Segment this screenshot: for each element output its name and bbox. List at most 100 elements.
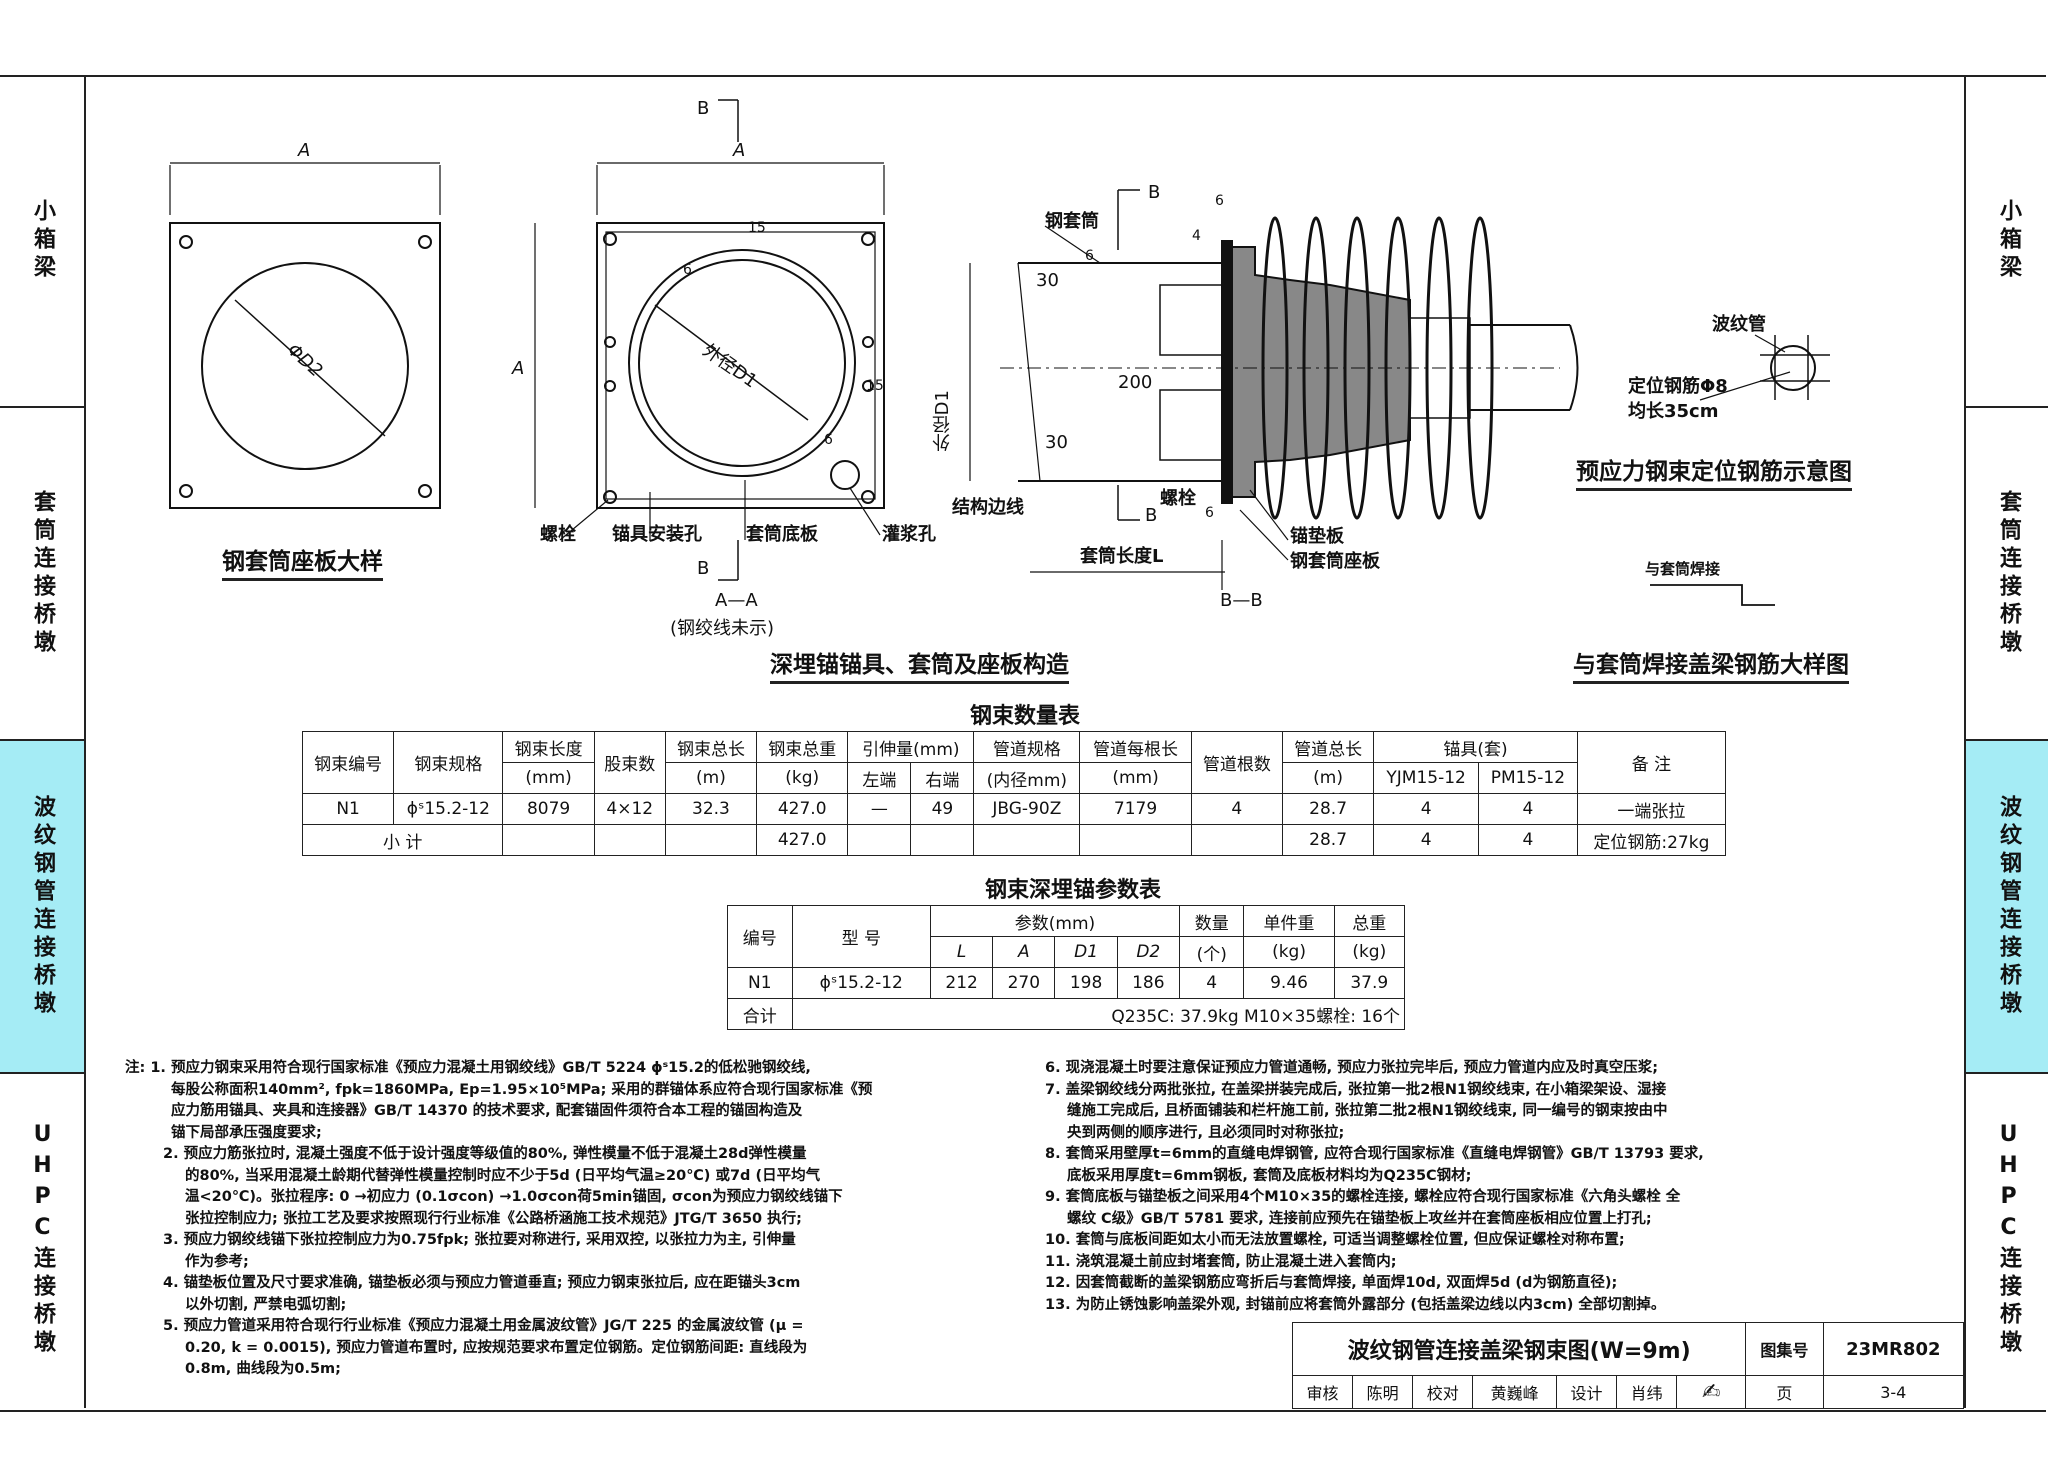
cell: ϕˢ15.2-12 — [393, 793, 504, 825]
label-sleeve-seat: 钢套筒座板 — [1290, 551, 1380, 572]
header-cell: 钢束编号 — [301, 731, 395, 794]
header-cell: YJM15-12 — [1373, 762, 1480, 794]
cell: 小 计 — [301, 824, 504, 856]
header-cell: 编号 — [727, 905, 793, 968]
callout-grout-hole: 灌浆孔 — [882, 524, 936, 545]
header-cell: (个) — [1178, 936, 1245, 968]
header-cell: 备 注 — [1576, 731, 1727, 794]
header-cell: (mm) — [1079, 762, 1192, 794]
section-b-b: B—B — [1220, 590, 1263, 611]
cell: 定位钢筋:27kg — [1576, 824, 1727, 856]
header-cell: 左端 — [847, 762, 912, 794]
cell: 4 — [1190, 793, 1283, 825]
cell: 4 — [1373, 824, 1480, 856]
header-cell: 钢束长度 — [502, 731, 595, 763]
header-cell: (kg) — [1333, 936, 1406, 968]
label-duct: 波纹管 — [1712, 314, 1766, 335]
left-nav: 小箱梁 套筒连接桥墩 波纹钢管连接桥墩 UHPC连接桥墩 — [0, 75, 86, 1408]
nav-item-sleeve-pier[interactable]: 套筒连接桥墩 — [0, 408, 84, 741]
dim-6: 6 — [1215, 193, 1224, 209]
atlas-label: 图集号 — [1745, 1322, 1824, 1376]
check-label: 校对 — [1412, 1375, 1474, 1409]
cell: 一端张拉 — [1576, 793, 1727, 825]
dim-15: 15 — [748, 220, 766, 236]
cell: 270 — [992, 967, 1056, 999]
header-cell: (mm) — [502, 762, 595, 794]
note-line: 锚下局部承压强度要求; — [171, 1124, 322, 1141]
header-cell: (kg) — [1243, 936, 1335, 968]
designer-name: 肖纬 — [1615, 1375, 1678, 1409]
note-line: 11. 浇筑混凝土前应封堵套筒, 防止混凝土进入套筒内; — [1045, 1253, 1397, 1270]
section-mark-b-top: B — [697, 98, 710, 119]
checker-name: 黄巍峰 — [1472, 1375, 1557, 1409]
header-cell: 钢束总重 — [756, 731, 849, 763]
cell: 32.3 — [664, 793, 758, 825]
cell: 4 — [1178, 967, 1245, 999]
page-number: 3-4 — [1822, 1375, 1965, 1409]
nav-item-corrugated-pier[interactable]: 波纹钢管连接桥墩 — [1966, 741, 2048, 1074]
tendon-quantity-table: 钢束编号 钢束规格 钢束长度 股束数 钢束总长 钢束总重 引伸量(mm) 管道规… — [301, 731, 1727, 856]
dim-30: 30 — [1045, 432, 1068, 453]
header-cell: 总重 — [1333, 905, 1406, 937]
table-row: N1 ϕˢ15.2-12 8079 4×12 32.3 427.0 — 49 J… — [301, 793, 1727, 825]
nav-item-box-girder[interactable]: 小箱梁 — [0, 75, 84, 408]
cell: 427.0 — [756, 824, 849, 856]
note-line: 12. 因套筒截断的盖梁钢筋应弯折后与套筒焊接, 单面焊10d, 双面焊5d (… — [1045, 1275, 1618, 1291]
cell: Q235C: 37.9kg M10×35螺栓: 16个 — [791, 998, 1406, 1030]
header-cell: 钢束总长 — [664, 731, 758, 763]
note-line: 底板采用厚度t=6mm钢板, 套筒及底板材料均为Q235C钢材; — [1067, 1167, 1472, 1184]
nav-item-sleeve-pier[interactable]: 套筒连接桥墩 — [1966, 408, 2048, 741]
label-rebar-length: 均长35cm — [1628, 401, 1719, 422]
header-cell: 管道根数 — [1190, 731, 1283, 794]
note-line: 螺纹 C级》GB/T 5781 要求, 连接前应预先在锚垫板上攻丝并在套筒座板相… — [1067, 1210, 1652, 1227]
header-cell: 型 号 — [791, 905, 931, 968]
nav-item-uhpc-pier[interactable]: UHPC连接桥墩 — [30, 1122, 55, 1358]
table1-title: 钢束数量表 — [970, 704, 1081, 729]
note-line: 7. 盖梁钢绞线分两批张拉, 在盖梁拼装完成后, 张拉第一批2根N1钢绞线束, … — [1045, 1081, 1667, 1098]
cell: 198 — [1054, 967, 1118, 999]
note-line: 应力筋用锚具、夹具和连接器》GB/T 14370 的技术要求, 配套锚固件须符合… — [171, 1103, 803, 1119]
note-line: 以外切割, 严禁电弧切割; — [185, 1296, 347, 1313]
notes-left: 注: 1. 预应力钢束采用符合现行国家标准《预应力混凝土用钢绞线》GB/T 52… — [125, 1058, 950, 1381]
cell — [593, 824, 666, 856]
note-line: 缝施工完成后, 且桥面铺装和栏杆施工前, 张拉第二批2根N1钢绞线束, 同一编号… — [1067, 1103, 1668, 1119]
section-mark-b-bottom: B — [697, 558, 710, 579]
dim-a-top: A — [298, 140, 311, 161]
note-line: 10. 套筒与底板间距如太小而无法放置螺栓, 可适当调整螺栓位置, 但应保证螺栓… — [1045, 1232, 1625, 1248]
cell — [1079, 824, 1192, 856]
header-cell: 管道总长 — [1281, 731, 1375, 763]
cell — [502, 824, 595, 856]
note-line: 5. 预应力管道采用符合现行行业标准《预应力混凝土用金属波纹管》JG/T 225… — [163, 1318, 804, 1334]
callout-anchor-hole: 锚具安装孔 — [612, 524, 702, 545]
cell: — — [847, 793, 912, 825]
label-structure-edge: 结构边线 — [952, 497, 1024, 518]
positioning-rebar-title: 预应力钢束定位钢筋示意图 — [1576, 452, 1852, 491]
note-line: 张拉控制应力; 张拉工艺及要求按照现行行业标准《公路桥涵施工技术规范》JTG/T… — [185, 1210, 802, 1227]
header-cell: (内径mm) — [973, 762, 1081, 794]
note-line: 作为参考; — [185, 1253, 249, 1270]
dim-a-side: A — [512, 358, 525, 379]
header-cell: (kg) — [756, 762, 849, 794]
table2-title: 钢束深埋锚参数表 — [985, 878, 1162, 903]
note-line: 注: 1. 预应力钢束采用符合现行国家标准《预应力混凝土用钢绞线》GB/T 52… — [125, 1060, 811, 1076]
cell: 4×12 — [593, 793, 666, 825]
header-cell: L — [929, 936, 994, 968]
dim-sleeve-length: 套筒长度L — [1080, 546, 1164, 567]
cell: ϕˢ15.2-12 — [791, 967, 931, 999]
header-cell: PM15-12 — [1478, 762, 1578, 794]
header-cell: 引伸量(mm) — [847, 731, 975, 763]
cell: 7179 — [1079, 793, 1192, 825]
dim-30: 30 — [1036, 270, 1059, 291]
cell — [910, 824, 975, 856]
nav-item-uhpc-pier[interactable]: UHPC连接桥墩 — [1996, 1122, 2021, 1358]
deep-anchor-param-table: 编号 型 号 参数(mm) 数量 单件重 总重 L A D1 D2 (个) (k… — [727, 905, 1406, 1030]
note-line: 央到两侧的顺序进行, 且必须同时对称张拉; — [1067, 1124, 1345, 1141]
review-label: 审核 — [1291, 1375, 1354, 1409]
dim-d1: 外径D1 — [932, 390, 953, 452]
dim-200: 200 — [1118, 372, 1153, 393]
nav-item-corrugated-pier[interactable]: 波纹钢管连接桥墩 — [0, 741, 84, 1074]
header-cell: (m) — [664, 762, 758, 794]
nav-item-box-girder[interactable]: 小箱梁 — [1966, 75, 2048, 408]
dim-4: 4 — [1192, 228, 1201, 244]
